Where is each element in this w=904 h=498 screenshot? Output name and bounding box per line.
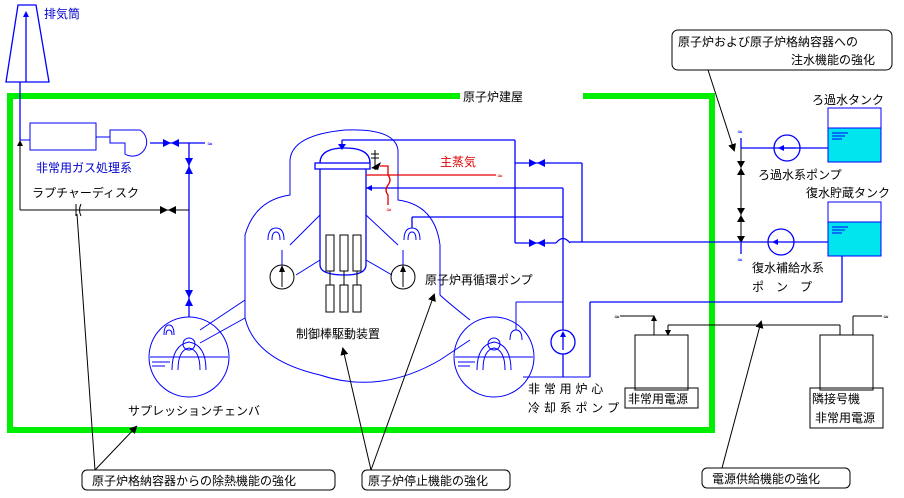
emergency-gas-treatment-system: ≈ [20,122,213,306]
svg-text:≈: ≈ [497,172,503,180]
callout-power-supply-text: 電源供給機能の強化 [712,471,820,486]
adjacent-unit-power-label-line1: 隣接号機 [812,391,860,406]
drywell-spray-left [267,227,285,241]
filtered-water-pump-label: ろ過水系ポンプ [758,168,842,182]
drywell-spray-right [403,216,563,241]
svg-text:≈: ≈ [883,313,889,321]
adjacent-unit-power: ≈ [809,313,889,429]
control-rod-drive-label: 制御棒駆動装置 [296,326,380,341]
callout-power-supply [701,320,851,489]
callout-water-injection-line2: 注水機能の強化 [791,52,875,67]
suppression-chamber-label: サプレッションチェンバ [128,404,260,418]
rupture-disk-line [17,140,189,217]
callout-heat-removal [76,213,336,491]
exhaust-stack-label: 排気筒 [44,6,80,21]
recirculation-pump-left [269,250,295,290]
svg-text:≈: ≈ [207,140,213,148]
svg-text:≈: ≈ [386,206,392,214]
makeup-pump-label-line2: ポ ン プ [752,280,812,294]
filtered-water-tank [827,107,882,163]
condensate-storage-tank-label: 復水貯蔵タンク [806,185,890,200]
suppression-chamber-right [453,301,590,398]
svg-text:≈: ≈ [614,313,620,321]
eccs-pump [550,255,843,377]
makeup-water-pump [767,228,795,256]
eccs-pump-label-line1: 非 常 用 炉 心 [528,382,603,396]
filtered-water-pump [773,134,801,162]
adjacent-unit-power-label-line2: 非常用電源 [815,411,875,425]
feedwater-line [338,139,740,330]
reactor-building-border [7,93,715,433]
main-steam-label: 主蒸気 [440,154,476,169]
svg-text:≈: ≈ [737,128,743,136]
svg-text:≈: ≈ [737,256,743,264]
main-steam-line: ≈ ≈ [366,150,503,214]
emergency-gas-treatment-label: 非常用ガス処理系 [36,161,132,175]
exhaust-stack [5,4,50,140]
rupture-disk-label: ラプチャーディスク [32,185,139,200]
eccs-pump-label-line2: 冷 却 系 ポ ン プ [528,401,619,415]
emergency-power-label: 非常用電源 [628,392,688,406]
control-rods [325,234,362,313]
makeup-pump-label-line1: 復水補給水系 [752,260,824,275]
callout-water-injection-line1: 原子炉および原子炉格納容器への [678,34,858,49]
suppression-chamber-left [148,300,230,398]
recirculation-pump-label: 原子炉再循環ポンプ [425,273,533,287]
primary-containment-vessel [199,129,471,383]
callout-reactor-shutdown [340,293,511,491]
callout-reactor-shutdown-text: 原子炉停止機能の強化 [368,473,488,488]
callout-heat-removal-text: 原子炉格納容器からの除熱機能の強化 [92,473,296,488]
filtered-water-tank-label: ろ過水タンク [812,93,884,107]
recirculation-pump-right [390,250,416,290]
reactor-building-label: 原子炉建屋 [463,90,523,104]
condensate-storage-tank [741,201,882,257]
reactor-pressure-vessel [289,147,399,276]
emergency-power-unit: ≈ [614,313,840,409]
callout-water-injection [671,29,893,152]
